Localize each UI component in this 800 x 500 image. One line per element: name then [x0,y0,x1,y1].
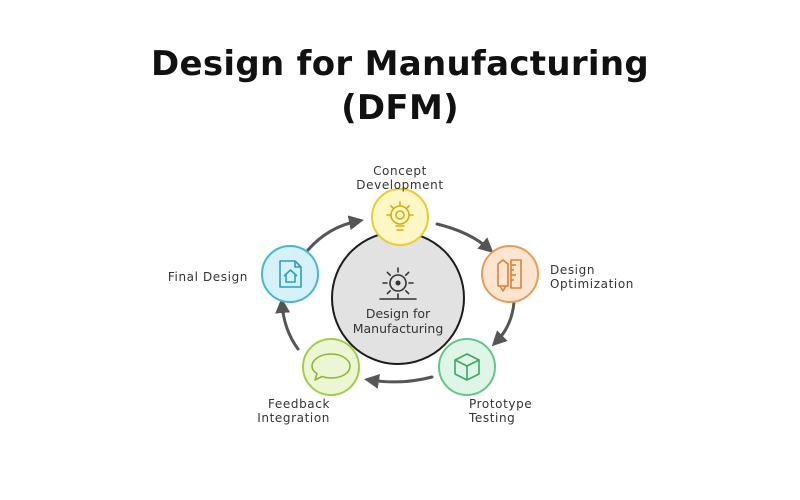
title-line-1: Design for Manufacturing [150,44,649,84]
step-prototype-testing: Prototype Testing [438,338,532,425]
step-circle-optimization [481,245,539,303]
center-label-line-1: Design for [366,306,431,321]
step-circle-final [261,245,319,303]
page-title: Design for Manufacturing (DFM) [0,42,800,130]
sun-gear-icon [379,267,417,300]
step-feedback-integration: Feedback Integration [257,338,360,425]
speech-bubble-icon [311,353,351,381]
gear-lightbulb-icon [386,201,414,231]
step-circle-concept [371,188,429,246]
step-label-concept-line-1: Concept [373,164,427,178]
title-line-2: (DFM) [341,88,459,128]
arrow-feedback-to-final [275,298,300,351]
arrow-optimization-to-prototype [491,300,516,347]
arrow-final-to-concept [306,215,364,252]
step-design-optimization: Design Optimization [481,245,634,303]
step-label-optimization-line-1: Design [550,263,595,277]
document-home-icon [279,260,302,288]
step-concept-development: Concept Development [356,164,443,246]
step-label-feedback-line-1: Feedback [268,397,330,411]
step-label-concept-line-2: Development [356,178,443,192]
step-label-prototype-line-2: Testing [468,411,515,425]
step-circle-feedback [302,338,360,396]
step-label-optimization-line-2: Optimization [550,277,634,291]
arrow-concept-to-optimization [435,222,494,253]
center-node: Design for Manufacturing [331,231,465,365]
step-label-feedback-line-2: Integration [257,411,330,425]
cycle-arrows [275,215,516,389]
cube-icon [454,353,480,381]
step-final-design: Final Design [168,245,319,303]
center-label-line-2: Manufacturing [353,321,444,336]
pencil-ruler-icon [497,259,522,292]
step-label-prototype-line-1: Prototype [469,397,532,411]
arrow-prototype-to-feedback [364,373,434,389]
step-label-final-line-1: Final Design [168,270,248,284]
